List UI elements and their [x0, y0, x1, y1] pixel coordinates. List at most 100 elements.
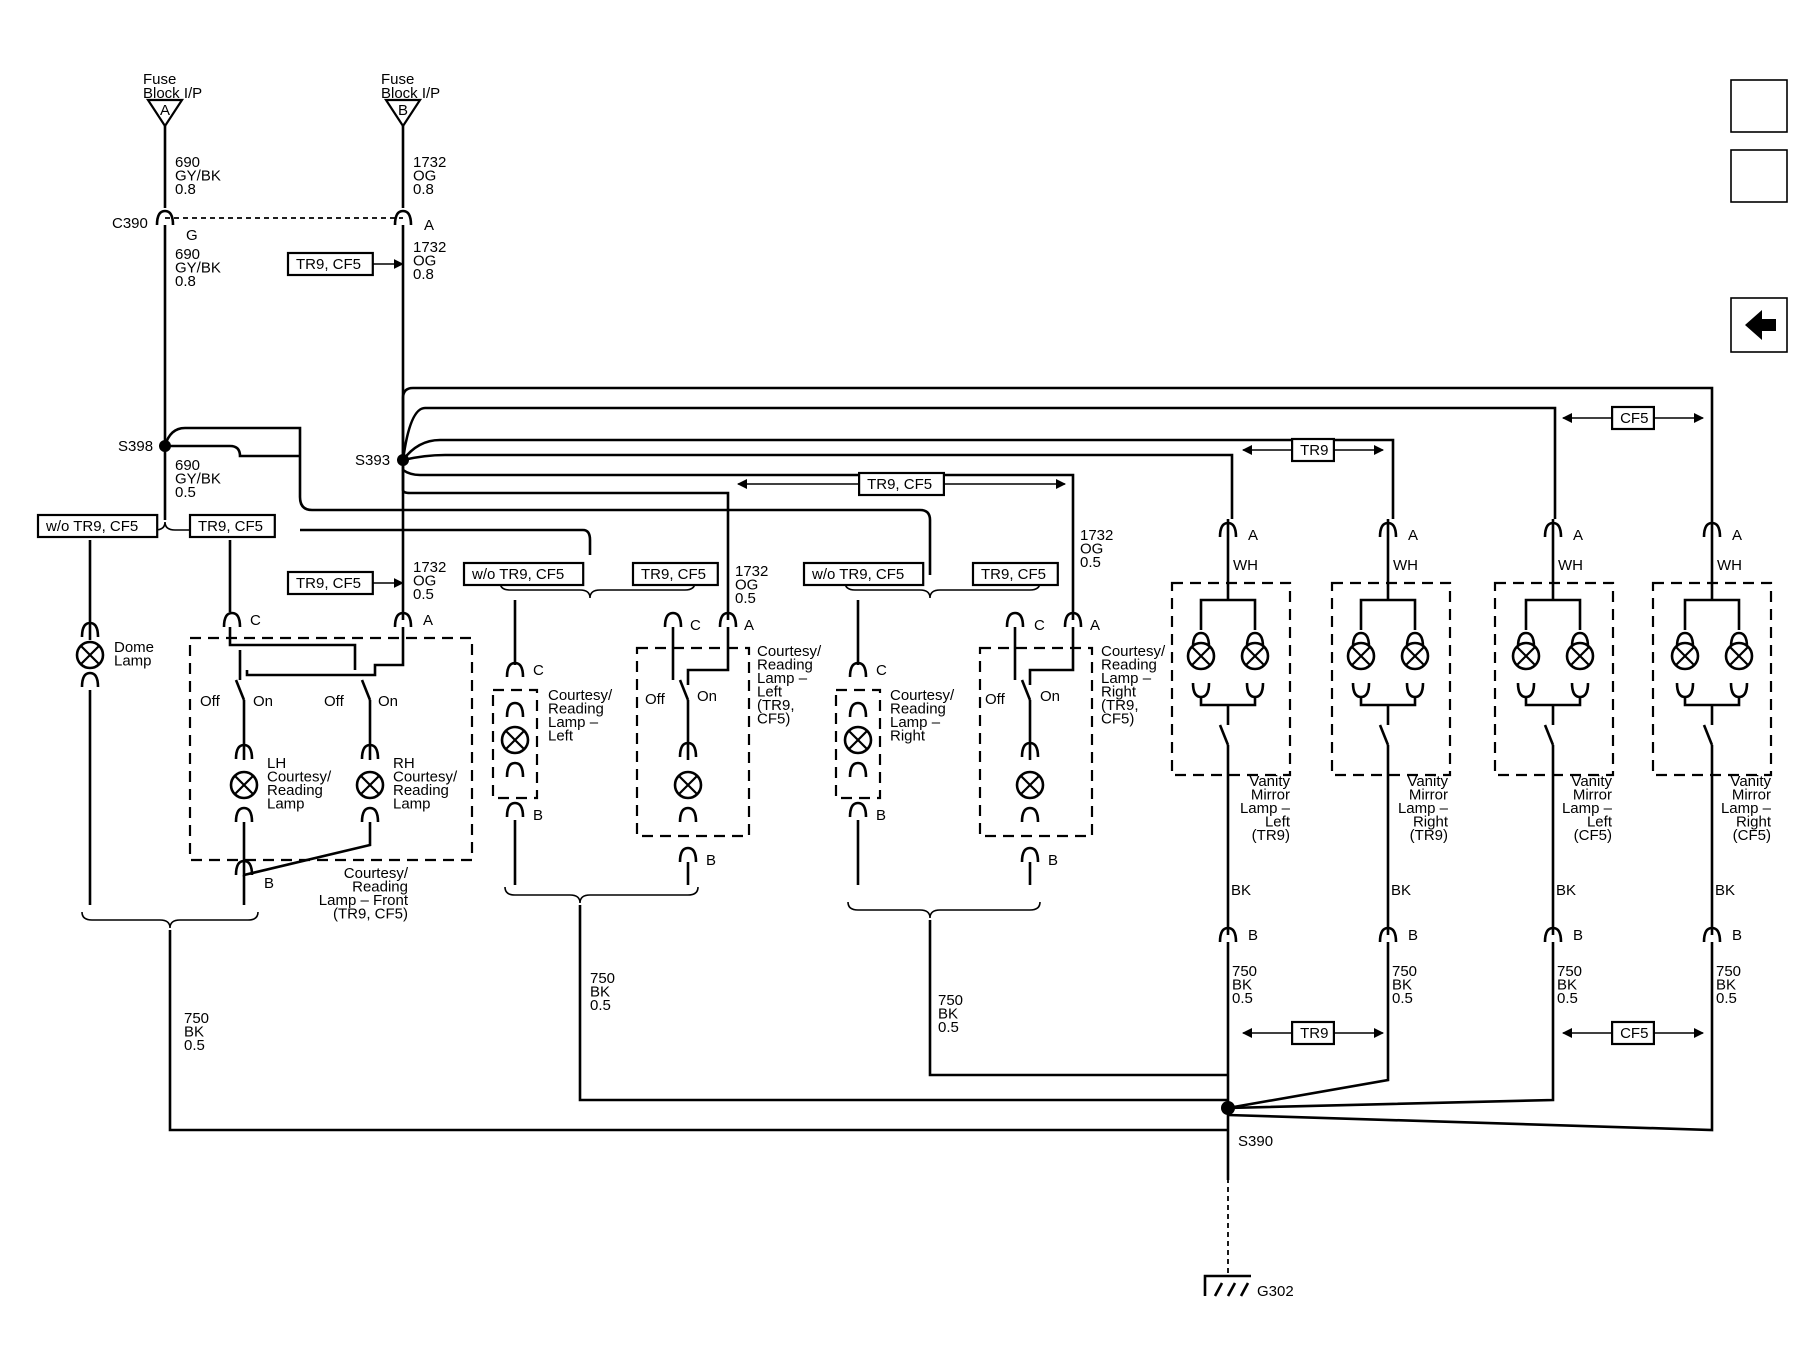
lh-lamp-label: LH	[267, 755, 286, 772]
connector-cavity-icon	[1351, 631, 1371, 648]
wire-gauge: 0.5	[1232, 990, 1253, 1007]
pin-label: B	[533, 807, 543, 824]
wire-front-c	[228, 627, 357, 670]
option-tag-frame	[631, 561, 719, 587]
harness-brace-left	[499, 581, 696, 599]
wire-vanity-split	[1683, 598, 1741, 630]
wire-vanity-join	[1524, 697, 1582, 725]
wire-color: GY/BK	[175, 471, 221, 488]
wire-color: OG	[1080, 541, 1103, 558]
vanity-lamp-outline	[1493, 581, 1615, 777]
wire-circuit-number: 750	[590, 970, 615, 987]
crl-right-label: Courtesy/	[890, 687, 955, 704]
wire-color-bk: BK	[1391, 882, 1411, 899]
vanity-switch-icon	[1218, 724, 1230, 746]
vanity-lamp-label: Left	[1265, 814, 1291, 831]
front-courtesy-lamp-outline	[188, 636, 474, 862]
vanity-lamp-outline	[1170, 581, 1292, 777]
wire-690-left	[300, 528, 592, 555]
connector-cavity-icon	[234, 859, 254, 876]
option-tag: TR9, CF5	[296, 575, 361, 592]
vanity-lamp-label: Right	[1736, 814, 1772, 831]
crl-left-opt-label: Courtesy/	[757, 643, 822, 660]
loc-button[interactable]	[1730, 79, 1788, 133]
vanity-lamp-label: Left	[1587, 814, 1613, 831]
vanity-lamp-label: Vanity	[1571, 773, 1612, 790]
lh-lamp-label: Reading	[267, 782, 323, 799]
splice-id: S393	[355, 452, 390, 469]
pin-label: B	[1573, 927, 1583, 944]
connector-cavity-icon	[505, 661, 525, 678]
option-tag: w/o TR9, CF5	[471, 566, 564, 583]
wire-vanity-split	[1524, 598, 1582, 630]
pin-label: A	[1090, 617, 1100, 634]
connector-cavity-icon	[1405, 682, 1425, 699]
vanity-lamp-label: Vanity	[1730, 773, 1771, 790]
connector-cavity-icon	[1516, 682, 1536, 699]
vanity-bulb-icon	[1346, 641, 1376, 671]
option-tag: TR9, CF5	[981, 566, 1046, 583]
pin-label: C	[250, 612, 261, 629]
ground-id: G302	[1257, 1283, 1294, 1300]
wire-color-bk: BK	[1231, 882, 1251, 899]
connector-cavity-icon	[1378, 926, 1398, 943]
wire-gauge: 0.5	[735, 590, 756, 607]
option-tag: TR9, CF5	[296, 256, 361, 273]
wire-gauge: 0.5	[413, 586, 434, 603]
pin-label: C	[533, 662, 544, 679]
connector-id: C390	[112, 215, 148, 232]
navigation-buttons	[1730, 79, 1788, 353]
vanity-lamp-label: (TR9)	[1410, 827, 1448, 844]
connector-cavity-icon	[1543, 926, 1563, 943]
wire-circuit-number: 690	[175, 154, 200, 171]
connector-cavity-icon	[678, 806, 698, 823]
crl-left-opt-bulb-icon	[673, 770, 703, 800]
connector-cavity-icon	[663, 611, 683, 628]
option-tag: TR9, CF5	[198, 518, 263, 535]
connector-cavity-icon	[155, 209, 175, 226]
wire-color: GY/BK	[175, 260, 221, 277]
vanity-lamp-outline	[1651, 581, 1773, 777]
connector-cavity-icon	[1005, 611, 1025, 628]
option-tag-frame	[462, 561, 585, 587]
crl-right-switch-icon	[1020, 679, 1032, 701]
wire-gauge: 0.8	[413, 266, 434, 283]
wire-750-vrt	[1227, 942, 1390, 1110]
connector-cavity-icon	[1729, 631, 1749, 648]
dome-lamp-label: Lamp	[114, 653, 152, 670]
ground-symbol-icon	[1203, 1274, 1251, 1297]
option-span-tag: TR9	[1300, 442, 1328, 459]
connector-cavity-icon	[1675, 631, 1695, 648]
option-tag: TR9, CF5	[641, 566, 706, 583]
connector-cavity-icon	[234, 806, 254, 823]
wire-circuit-number: 750	[1716, 963, 1741, 980]
desc-button[interactable]	[1730, 149, 1788, 203]
option-span-tag-frame	[1290, 1020, 1335, 1046]
crl-right-label: Reading	[890, 701, 946, 718]
wire-gauge: 0.5	[938, 1019, 959, 1036]
lh-switch-icon	[234, 679, 246, 701]
option-tag-frame	[971, 561, 1059, 587]
pin-label: C	[690, 617, 701, 634]
pin-label: A	[1732, 527, 1742, 544]
wire-color: BK	[590, 984, 610, 1001]
option-span-tag-frame	[1610, 405, 1655, 431]
option-span-tag-frame	[857, 471, 945, 497]
wire-gauge: 0.5	[590, 997, 611, 1014]
fuse-label: Fuse	[381, 71, 414, 88]
option-tag-frame	[36, 513, 159, 539]
lh-lamp-label: Lamp	[267, 796, 305, 813]
wire-gauge: 0.5	[1716, 990, 1737, 1007]
vanity-lamp-label: Lamp –	[1562, 800, 1613, 817]
connector-cavity-icon	[1543, 521, 1563, 538]
switch-off-label: Off	[985, 691, 1006, 708]
vanity-switch-icon	[1702, 724, 1714, 746]
rh-lamp-label: Courtesy/	[393, 769, 458, 786]
wires	[81, 126, 1741, 1277]
wire-750-right	[928, 920, 1228, 1077]
wire-color: BK	[1392, 977, 1412, 994]
vanity-bulb-icon	[1724, 641, 1754, 671]
vanity-lamp-label: Mirror	[1732, 787, 1771, 804]
wire-color: BK	[1232, 977, 1252, 994]
